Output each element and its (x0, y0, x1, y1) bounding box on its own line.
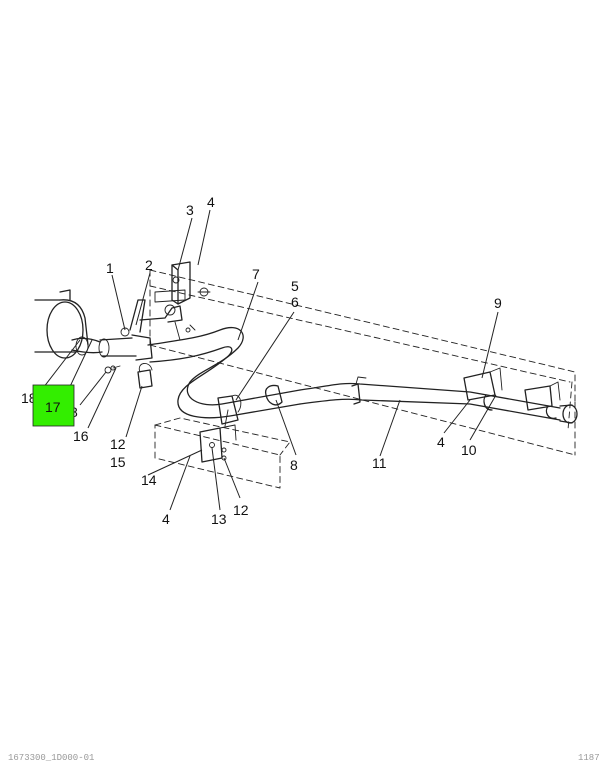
frame-rail (149, 269, 576, 456)
callout-12-bottom: 12 (233, 502, 249, 518)
fasteners (104, 365, 121, 374)
center-support (199, 394, 242, 463)
callout-12-left: 12 (110, 436, 126, 452)
footer-page-code: 1187 (578, 753, 600, 761)
callout-17: 17 (45, 399, 61, 415)
callout-10: 10 (461, 442, 477, 458)
callout-16: 16 (73, 428, 89, 444)
callouts: 1 2 3 4 7 5 6 9 4 10 11 8 18 8 16 12 15 … (21, 194, 502, 527)
upper-bracket (154, 261, 211, 305)
callout-11: 11 (372, 455, 387, 471)
front-pipe (98, 334, 153, 361)
callout-4-bottom: 4 (162, 511, 170, 527)
callout-1: 1 (106, 260, 114, 276)
muffler (34, 289, 103, 359)
callout-14: 14 (141, 472, 157, 488)
rear-hangers (463, 367, 561, 419)
callout-3: 3 (186, 202, 194, 218)
front-hanger (120, 299, 196, 341)
callout-9: 9 (494, 295, 502, 311)
callout-4-top: 4 (207, 194, 215, 210)
callout-8-right: 8 (290, 457, 298, 473)
callout-13: 13 (211, 511, 227, 527)
crossmember (154, 417, 291, 489)
footer-drawing-code: 1673300_1D000-01 (8, 753, 94, 761)
pipe-clamps (264, 376, 367, 406)
highlight-box[interactable] (32, 384, 75, 427)
tail-pipe (299, 382, 578, 424)
callout-5: 5 (291, 278, 299, 294)
callout-2: 2 (145, 257, 153, 273)
lower-clamp (137, 363, 153, 389)
callout-4-right: 4 (437, 434, 445, 450)
callout-15: 15 (110, 454, 126, 470)
callout-7: 7 (252, 266, 260, 282)
leader-lines (39, 209, 499, 511)
highlight-part-17[interactable]: 17 (32, 384, 75, 427)
exhaust-pipe-main (147, 326, 301, 419)
callout-6: 6 (291, 294, 299, 310)
